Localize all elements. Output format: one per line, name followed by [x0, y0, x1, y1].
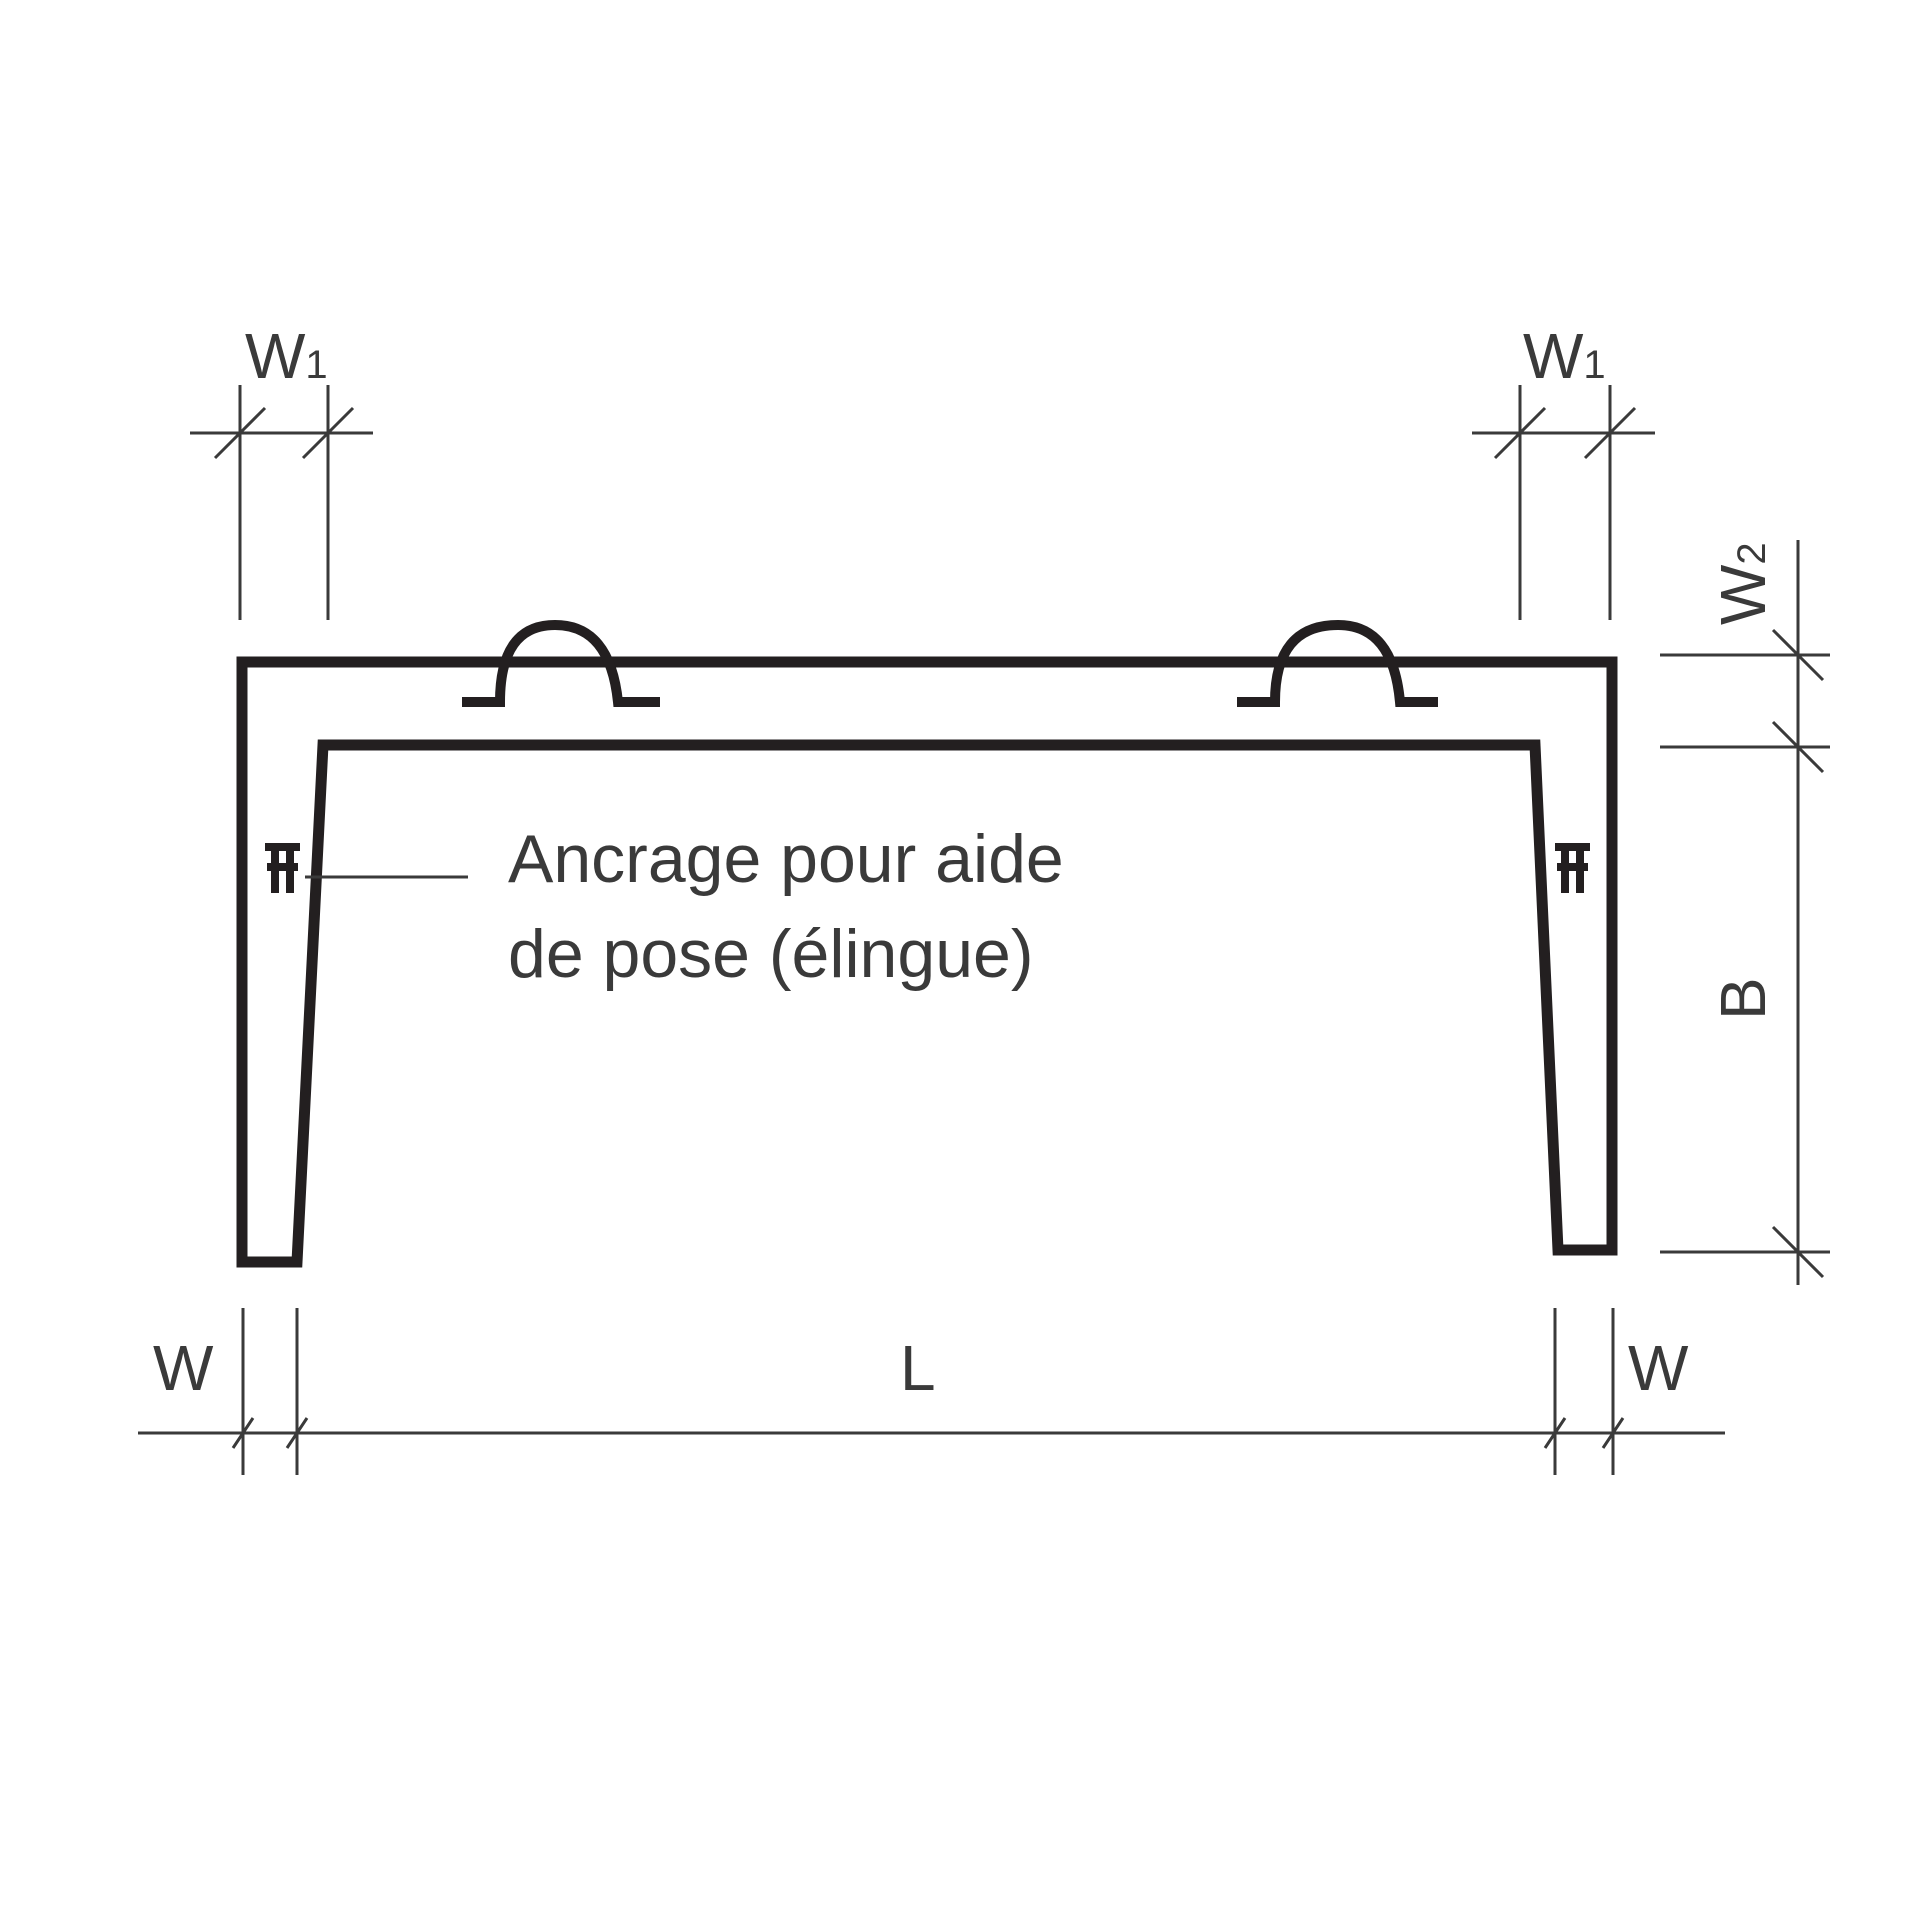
w-right-label: W	[1628, 1332, 1689, 1404]
lifting-loop-right	[1237, 619, 1438, 707]
u-element-outline	[236, 656, 1618, 1268]
w2-label: W2	[1707, 542, 1779, 625]
w1-left-label: W1	[245, 320, 328, 392]
anchor-icon-left	[265, 843, 300, 893]
w2-subscript: 2	[1730, 542, 1774, 564]
w1-right-label: W1	[1523, 320, 1606, 392]
l-label: L	[900, 1332, 936, 1404]
dimension-lines	[138, 385, 1830, 1475]
b-label: B	[1707, 977, 1779, 1020]
lifting-loop-left	[462, 619, 660, 707]
anchor-icon-right	[1555, 843, 1590, 893]
w-left-label: W	[153, 1332, 214, 1404]
annotation-line-2: de pose (élingue)	[508, 916, 1033, 992]
w1-right-subscript: 1	[1583, 343, 1605, 387]
annotation-line-1: Ancrage pour aide	[508, 821, 1064, 897]
w1-left-subscript: 1	[305, 343, 327, 387]
u-element-shape	[236, 656, 1618, 1268]
